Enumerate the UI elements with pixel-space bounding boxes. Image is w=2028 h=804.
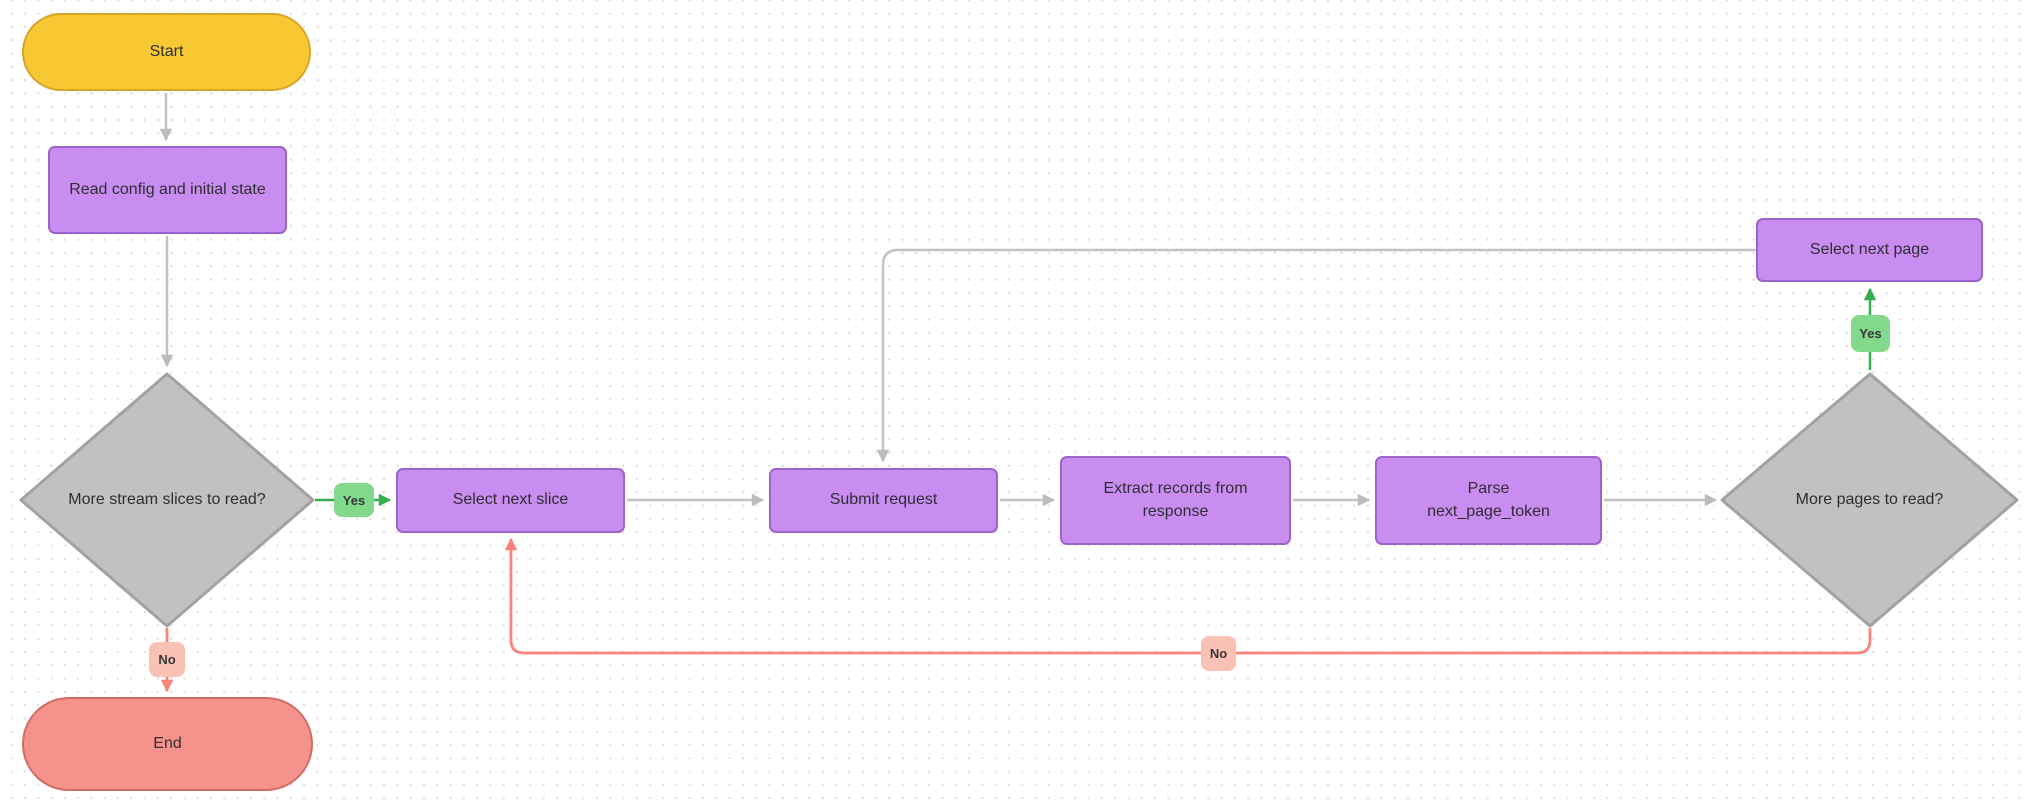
node-select-next-page-label: Select next page [1809,240,1930,258]
node-select-next-page[interactable]: Select next page [1756,218,1983,282]
node-parse-token-label: Parse next_page_token [1427,480,1550,520]
edge-label-slices-no[interactable]: No [149,642,185,677]
node-select-next-slice[interactable]: Select next slice [396,468,625,533]
decision-more-pages-shape[interactable] [1720,372,2019,628]
node-end-label: End [153,734,182,752]
node-start-label: Start [149,42,184,60]
node-read-config[interactable]: Read config and initial state [48,146,287,234]
node-parse-token[interactable]: Parse next_page_token [1375,456,1602,545]
edge-select-page-to-submit-request[interactable] [876,248,1756,463]
node-extract-records-label: Extract records from response [1103,480,1248,520]
node-start[interactable]: Start [22,13,311,91]
node-submit-request-label: Submit request [829,491,938,509]
edge-label-pages-yes[interactable]: Yes [1851,315,1890,352]
decision-more-slices-shape[interactable] [19,372,315,628]
edge-more-pages-no[interactable] [504,537,1872,655]
node-end[interactable]: End [22,697,313,791]
node-extract-records[interactable]: Extract records from response [1060,456,1291,545]
node-select-next-slice-label: Select next slice [452,491,569,509]
node-submit-request[interactable]: Submit request [769,468,998,533]
node-read-config-label: Read config and initial state [69,180,266,198]
edge-label-pages-no[interactable]: No [1201,636,1236,671]
edge-label-slices-yes[interactable]: Yes [334,483,374,517]
